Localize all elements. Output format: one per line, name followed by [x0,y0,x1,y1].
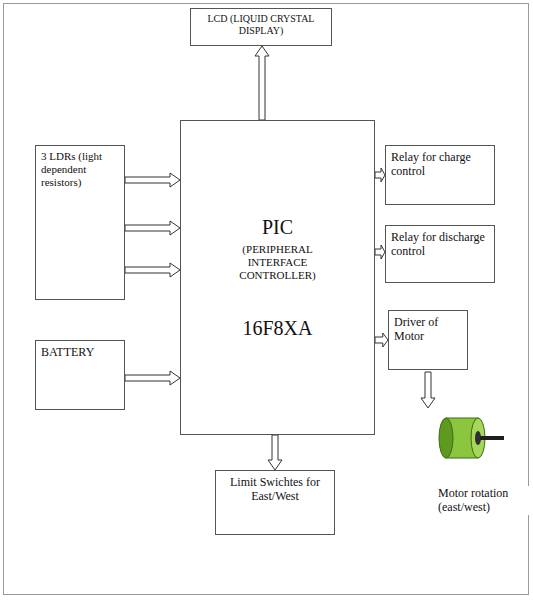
box-text: LCD (LIQUID CRYSTAL DISPLAY) [196,13,326,37]
box-text: PIC [186,215,369,239]
box-text: Relay for discharge control [391,230,489,259]
box-text: 16F8XA [186,316,369,340]
switch-box: Limit Swichtes for East/West [215,470,335,535]
controller-box: PIC (PERIPHERAL INTERFACE CONTROLLER) 16F8… [180,120,375,435]
box-text: Relay for charge control [391,150,489,179]
block-arrow [125,371,180,385]
caption-label: Motor rotation (east/west) [438,486,530,515]
block-arrow [125,221,180,235]
block-arrow [375,245,385,259]
battery-box: BATTERY [35,340,125,410]
box-text: Limit Swichtes for East/West [221,475,329,504]
block-arrow [421,372,435,408]
relay-box: Relay for charge control [385,145,495,205]
block-arrow [125,263,180,277]
relay-box: Relay for discharge control [385,225,495,283]
block-arrow [375,333,388,347]
block-arrow [268,435,282,470]
box-text: BATTERY [41,345,119,359]
block-arrow [375,168,385,182]
box-text: Driver of Motor [394,315,462,344]
motor-symbol [439,418,504,458]
block-arrow [255,46,269,120]
driver-box: Driver of Motor [388,310,468,370]
block-arrow [125,173,180,187]
box-text: 3 LDRs (light dependent resistors) [41,150,119,190]
display-box: LCD (LIQUID CRYSTAL DISPLAY) [190,8,332,46]
sensor-box: 3 LDRs (light dependent resistors) [35,145,125,300]
box-text: (PERIPHERAL INTERFACE CONTROLLER) [214,243,341,283]
